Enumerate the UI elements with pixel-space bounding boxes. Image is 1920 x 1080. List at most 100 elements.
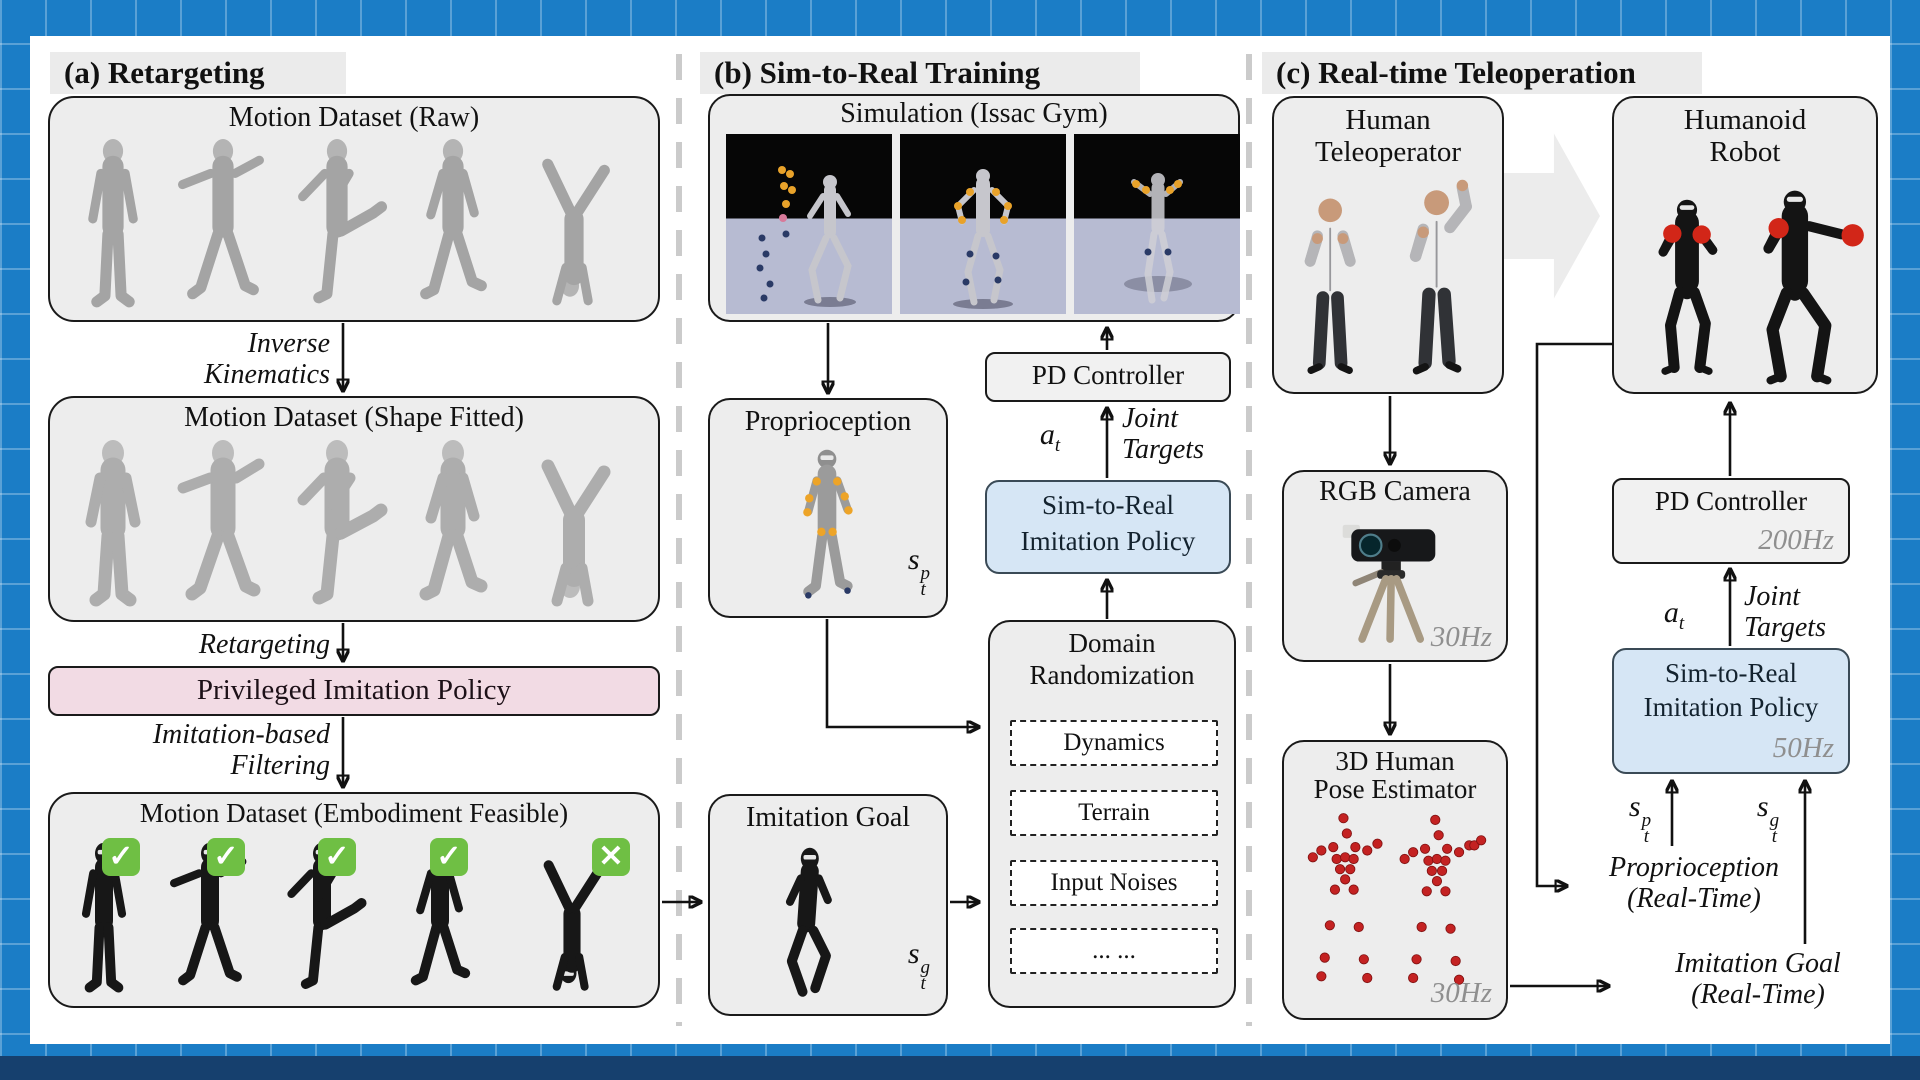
math-sub: t (1678, 613, 1685, 634)
sim-screenshot-2 (900, 134, 1066, 314)
human-teleoperator-box: Human Teleoperator (1272, 96, 1504, 394)
joint-targets-label-c: Joint Targets (1744, 581, 1826, 643)
sim-to-real-policy-box-c: Sim-to-Real Imitation Policy 50Hz (1612, 648, 1850, 774)
cross-icon: ✕ (592, 838, 630, 876)
mannequin-figure-standing (85, 440, 141, 607)
rgb-camera-title: RGB Camera (1319, 476, 1471, 507)
pd-controller-label-c: PD Controller (1654, 486, 1808, 516)
camera-rate-label: 30Hz (1430, 621, 1492, 653)
math-sub: t (1643, 826, 1649, 847)
teleoperator-person-arm-raised (1409, 179, 1472, 375)
human-figure-kicking (298, 139, 388, 304)
arrow-robot-to-proprio-rt (1535, 342, 1613, 886)
math-base: s (907, 937, 920, 970)
inverse-kinematics-line1: Inverse (247, 328, 330, 359)
policy-line2-b: Imitation Policy (1020, 526, 1196, 556)
panel-divider-ab (676, 54, 682, 1026)
robot-figure-walking (410, 842, 471, 986)
proprio-rt-line2: (Real-Time) (1627, 883, 1761, 914)
motion-dataset-fitted-box: Motion Dataset (Shape Fitted) (48, 396, 660, 622)
domain-randomization-box: Domain Randomization Dynamics Terrain In… (988, 620, 1236, 1008)
human-figure-dancing (178, 139, 264, 300)
human-figure-standing (88, 139, 138, 308)
domain-item-input-noises: Input Noises (1010, 860, 1218, 906)
sim-scene-arms-up (1124, 173, 1192, 304)
simulation-box: Simulation (Issac Gym) (708, 94, 1240, 322)
humanoid-robot-box: Humanoid Robot (1612, 96, 1878, 394)
check-icon: ✓ (318, 838, 356, 876)
panel-c-title: (c) Real-time Teleoperation (1262, 52, 1702, 94)
check-icon: ✓ (207, 838, 245, 876)
joint-targets-line1: Joint (1744, 581, 1800, 612)
proprioception-title: Proprioception (744, 406, 912, 437)
joint-targets-line2: Targets (1122, 434, 1204, 465)
robot-figure-handstand (543, 860, 604, 991)
pose-estimator-box: 3D Human Pose Estimator 30Hz (1282, 740, 1508, 1020)
goal-rt-line2: (Real-Time) (1691, 979, 1825, 1010)
domain-title-line1: Domain (1068, 628, 1156, 658)
inverse-kinematics-line2: Kinematics (204, 359, 330, 390)
motion-dataset-raw-box: Motion Dataset (Raw) (48, 96, 660, 322)
inverse-kinematics-label: Inverse Kinematics (92, 328, 330, 390)
frame-bottom-band (0, 1056, 1920, 1080)
check-icon: ✓ (430, 838, 468, 876)
pose-rate-label: 30Hz (1430, 977, 1492, 1009)
sim-to-real-policy-box-b: Sim-to-Real Imitation Policy (985, 480, 1231, 574)
sim-scene-walking (756, 166, 856, 307)
panel-divider-bc (1246, 54, 1252, 1026)
math-sub: t (920, 973, 926, 994)
math-sup: g (1769, 810, 1780, 831)
privileged-imitation-policy-box: Privileged Imitation Policy (48, 666, 660, 716)
pd-controller-box-c: PD Controller 200Hz (1612, 478, 1850, 564)
check-icon: ✓ (102, 838, 140, 876)
pd-rate-label: 200Hz (1758, 524, 1834, 556)
math-sup: p (1641, 810, 1652, 831)
math-sub: t (1054, 435, 1061, 456)
math-base: a (1039, 418, 1055, 451)
imitation-filtering-line2: Filtering (230, 750, 330, 781)
imitation-filtering-label: Imitation-based Filtering (92, 719, 330, 781)
human-figure-handstand (542, 158, 610, 306)
policy-line1-b: Sim-to-Real (1042, 490, 1174, 520)
simulation-title: Simulation (Issac Gym) (840, 98, 1108, 129)
boxing-robot-punch (1763, 190, 1864, 385)
math-sub: t (1771, 826, 1777, 847)
teleop-to-robot-arrow (1504, 133, 1600, 299)
panel-a-title: (a) Retargeting (50, 52, 346, 94)
imitation-goal-realtime-label: Imitation Goal (Real-Time) (1628, 948, 1888, 1010)
math-sub: t (920, 579, 926, 600)
domain-item-terrain: Terrain (1010, 790, 1218, 836)
panel-b-title: (b) Sim-to-Real Training (700, 52, 1140, 94)
mannequin-figure-handstand (541, 459, 611, 607)
math-base: s (907, 543, 920, 576)
humanoid-robot-title-line1: Humanoid (1683, 104, 1807, 136)
boxing-robot-guard (1658, 199, 1718, 375)
joint-targets-label-b: Joint Targets (1122, 403, 1204, 465)
mannequin-figure-walking (419, 440, 488, 601)
pd-controller-label-b: PD Controller (1031, 360, 1185, 390)
motion-dataset-raw-title: Motion Dataset (Raw) (228, 102, 480, 133)
motion-dataset-feasible-box: Motion Dataset (Embodiment Feasible) ✓ (48, 792, 660, 1008)
humanoid-robot-title-line2: Robot (1709, 136, 1781, 168)
math-base: s (1628, 790, 1641, 823)
arrow-proprio-to-domain (825, 619, 978, 727)
mannequin-figure-dancing (177, 440, 265, 601)
teleoperator-person-guard (1304, 198, 1356, 374)
proprioception-robot-figure (803, 449, 853, 599)
pose-estimator-title-line1: 3D Human (1335, 746, 1455, 776)
action-symbol-c: at (1634, 596, 1714, 635)
math-sup: p (920, 563, 931, 584)
proprioception-realtime-label: Proprioception (Real-Time) (1576, 852, 1812, 914)
pose-estimator-title-line2: Pose Estimator (1313, 774, 1477, 804)
motion-dataset-feasible-title: Motion Dataset (Embodiment Feasible) (139, 798, 569, 828)
sim-scene-front (953, 169, 1013, 309)
